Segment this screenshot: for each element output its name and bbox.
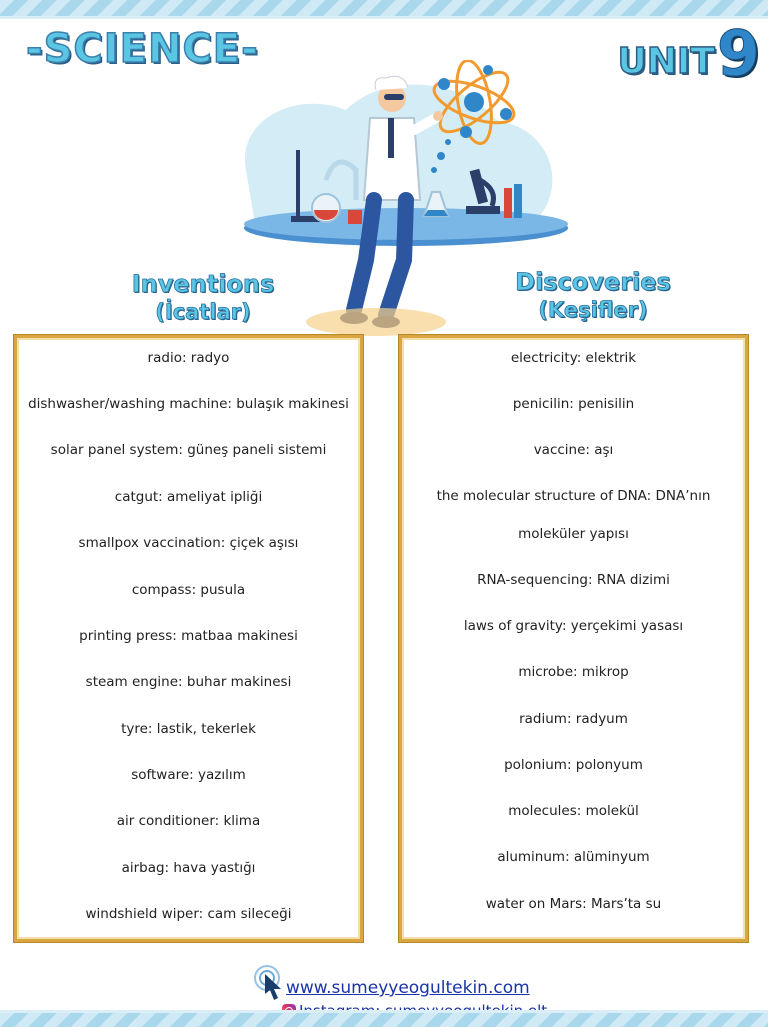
cursor-click-icon bbox=[254, 965, 281, 1000]
list-item: solar panel system: güneş paneli sistemi bbox=[50, 442, 327, 458]
list-item: water on Mars: Mars’ta su bbox=[485, 896, 662, 912]
website-link[interactable]: www.sumeyyeogultekin.com bbox=[286, 978, 530, 998]
inventions-list: radio: radyo dishwasher/washing machine:… bbox=[14, 335, 363, 942]
list-item: radio: radyo bbox=[147, 350, 230, 366]
inventions-subtitle: (İcatlar) bbox=[155, 300, 251, 325]
list-item: software: yazılım bbox=[131, 767, 246, 783]
inventions-title: Inventions bbox=[131, 270, 275, 299]
unit-number: 9 bbox=[716, 17, 760, 90]
bottom-decorative-band bbox=[0, 1010, 768, 1027]
list-item: aluminum: alüminyum bbox=[497, 849, 650, 865]
discoveries-list: electricity: elektrik penicilin: penisil… bbox=[399, 335, 748, 942]
list-item: vaccine: aşı bbox=[533, 442, 614, 458]
atom-icon bbox=[432, 60, 516, 145]
list-item: RNA-sequencing: RNA dizimi bbox=[477, 572, 670, 588]
inventions-heading: Inventions (İcatlar) bbox=[110, 270, 296, 326]
top-decorative-band bbox=[0, 0, 768, 19]
list-item: windshield wiper: cam sileceği bbox=[85, 906, 292, 922]
list-item: moleküler yapısı bbox=[518, 526, 629, 542]
scientist-illustration bbox=[244, 60, 568, 336]
list-item: polonium: polonyum bbox=[504, 757, 643, 773]
list-item: penicilin: penisilin bbox=[512, 396, 635, 412]
list-item: laws of gravity: yerçekimi yasası bbox=[463, 618, 684, 634]
unit-badge: UNIT 9 bbox=[617, 17, 761, 90]
list-item: dishwasher/washing machine: bulaşık maki… bbox=[28, 396, 349, 412]
list-item: tyre: lastik, tekerlek bbox=[121, 721, 256, 737]
list-item: steam engine: buhar makinesi bbox=[85, 674, 292, 690]
list-item: catgut: ameliyat ipliği bbox=[114, 489, 263, 505]
list-item: radium: radyum bbox=[519, 711, 628, 727]
unit-label: UNIT bbox=[617, 40, 716, 83]
page-title: -SCIENCE- bbox=[25, 25, 259, 73]
discoveries-heading: Discoveries (Keşifler) bbox=[500, 268, 686, 324]
discoveries-title: Discoveries bbox=[515, 268, 672, 297]
list-item: the molecular structure of DNA: DNA’nın bbox=[436, 488, 711, 504]
discoveries-subtitle: (Keşifler) bbox=[538, 298, 648, 323]
list-item: smallpox vaccination: çiçek aşısı bbox=[78, 535, 299, 551]
list-item: microbe: mikrop bbox=[518, 664, 629, 680]
list-item: molecules: molekül bbox=[508, 803, 639, 819]
list-item: printing press: matbaa makinesi bbox=[79, 628, 298, 644]
list-item: airbag: hava yastığı bbox=[121, 860, 256, 876]
list-item: electricity: elektrik bbox=[510, 350, 637, 366]
list-item: air conditioner: klima bbox=[116, 813, 261, 829]
microscope-icon bbox=[466, 168, 500, 214]
list-item: compass: pusula bbox=[131, 582, 246, 598]
